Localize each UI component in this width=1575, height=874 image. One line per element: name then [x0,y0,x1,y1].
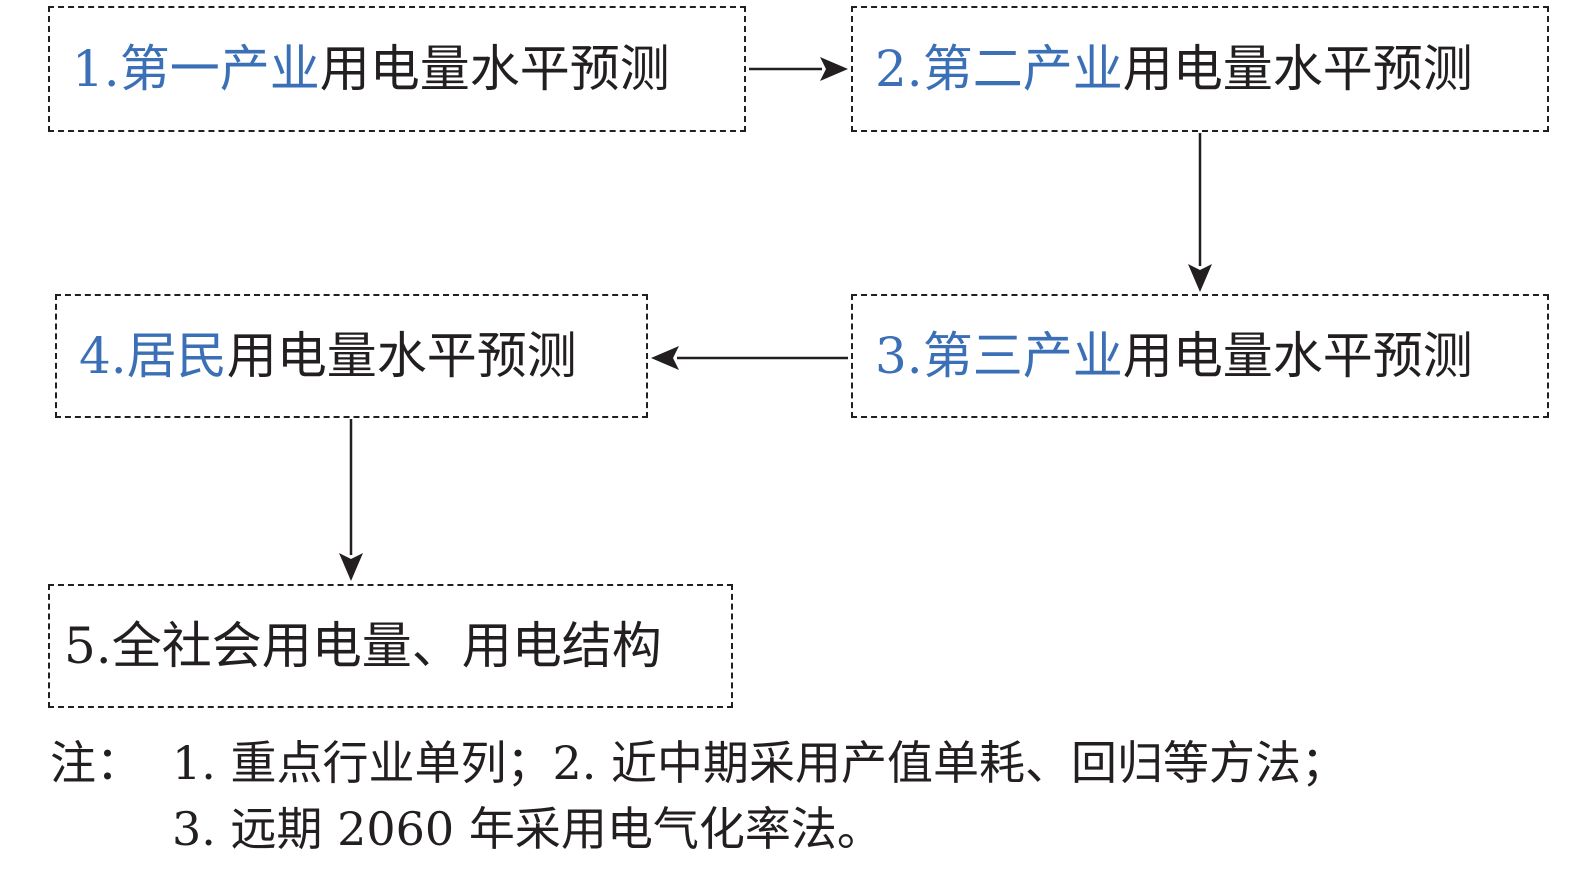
step-1-number: 1. [72,40,120,98]
step-2-label: 用电量水平预测 [1122,40,1473,98]
step-2-box: 2. 第二产业 用电量水平预测 [851,6,1549,132]
arrow-4-to-5 [339,419,363,581]
step-5-label: 全社会用电量、用电结构 [111,617,662,675]
note-prefix: 注： [50,736,142,790]
step-5-box: 5. 全社会用电量、用电结构 [48,584,733,708]
step-5-number: 5. [64,617,112,675]
step-2-number: 2. [875,40,923,98]
step-2-highlight: 第二产业 [922,40,1123,98]
note-text-2: 3. 远期 2060 年采用电气化率法。 [172,802,883,856]
step-1-highlight: 第一产业 [119,40,320,98]
note-line-2: 3. 远期 2060 年采用电气化率法。 [172,806,883,852]
step-1-label: 用电量水平预测 [319,40,670,98]
arrow-2-to-3 [1188,133,1212,292]
step-4-highlight: 居民 [126,327,227,385]
arrow-1-to-2 [749,57,848,81]
step-3-number: 3. [875,327,923,385]
step-3-box: 3. 第三产业 用电量水平预测 [851,294,1549,418]
step-1-box: 1. 第一产业 用电量水平预测 [48,6,746,132]
step-3-label: 用电量水平预测 [1122,327,1473,385]
note-line-1: 注：1. 重点行业单列；2. 近中期采用产值单耗、回归等方法； [50,740,1347,786]
step-4-box: 4. 居民 用电量水平预测 [55,294,648,418]
note-text-1: 1. 重点行业单列；2. 近中期采用产值单耗、回归等方法； [172,736,1348,790]
arrow-3-to-4 [651,346,848,370]
step-4-label: 用电量水平预测 [226,327,577,385]
step-4-number: 4. [79,327,127,385]
step-3-highlight: 第三产业 [922,327,1123,385]
